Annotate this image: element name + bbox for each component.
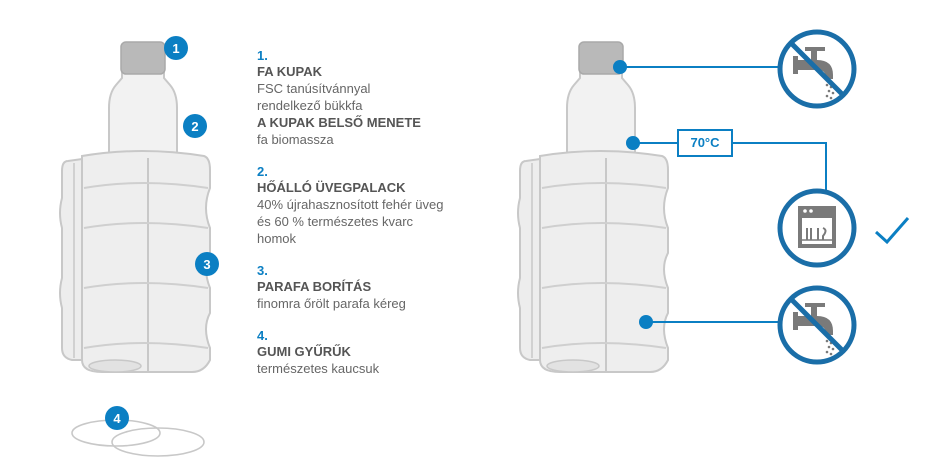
legend-line: és 60 % természetes kvarc (257, 214, 414, 229)
marker-3-label: 3 (203, 257, 210, 272)
no-running-water-icon (780, 32, 854, 106)
legend-line: 40% újrahasznosított fehér üveg (257, 197, 444, 212)
bottle-exploded (59, 41, 211, 373)
legend-line: HŐÁLLÓ ÜVEGPALACK (257, 180, 406, 195)
check-icon (874, 217, 910, 245)
legend-line: fa biomassza (257, 132, 334, 147)
dot-cork (639, 315, 653, 329)
legend-line: finomra őrölt parafa kéreg (257, 296, 406, 311)
legend-number: 4. (257, 328, 268, 343)
marker-1-label: 1 (172, 41, 179, 56)
legend-item-1: 1. FA KUPAK FSC tanúsítvánnyal rendelkez… (257, 48, 527, 148)
no-running-water-icon (780, 288, 854, 362)
marker-2: 2 (183, 114, 207, 138)
legend-line: PARAFA BORÍTÁS (257, 279, 372, 294)
legend-number: 3. (257, 263, 268, 278)
legend-line: rendelkező bükkfa (257, 98, 363, 113)
dot-glass (626, 136, 640, 150)
marker-3: 3 (195, 252, 219, 276)
connector-lines (620, 66, 827, 323)
legend-number: 2. (257, 164, 268, 179)
marker-4: 4 (105, 406, 129, 430)
legend-number: 1. (257, 48, 268, 63)
legend-item-2: 2. HŐÁLLÓ ÜVEGPALACK 40% újrahasznosítot… (257, 164, 527, 247)
legend-text: 1. FA KUPAK FSC tanúsítvánnyal rendelkez… (257, 48, 527, 393)
exploded-bottle-illustration (59, 41, 211, 457)
legend-item-4: 4. GUMI GYŰRŰK természetes kaucsuk (257, 328, 527, 377)
legend-line: FSC tanúsítvánnyal (257, 81, 371, 96)
rubber-ring (111, 427, 205, 457)
dishwasher-icon (777, 188, 857, 268)
marker-2-label: 2 (191, 119, 198, 134)
legend-line: GUMI GYŰRŰK (257, 344, 351, 359)
marker-1: 1 (164, 36, 188, 60)
legend-line: homok (257, 231, 297, 246)
legend-line: A KUPAK BELSŐ MENETE (257, 115, 421, 130)
legend-item-3: 3. PARAFA BORÍTÁS finomra őrölt parafa k… (257, 263, 527, 312)
marker-4-label: 4 (113, 411, 121, 426)
dot-cap (613, 60, 627, 74)
temperature-badge: 70°C (677, 129, 733, 157)
legend-line: természetes kaucsuk (257, 361, 380, 376)
legend-line: FA KUPAK (257, 64, 322, 79)
